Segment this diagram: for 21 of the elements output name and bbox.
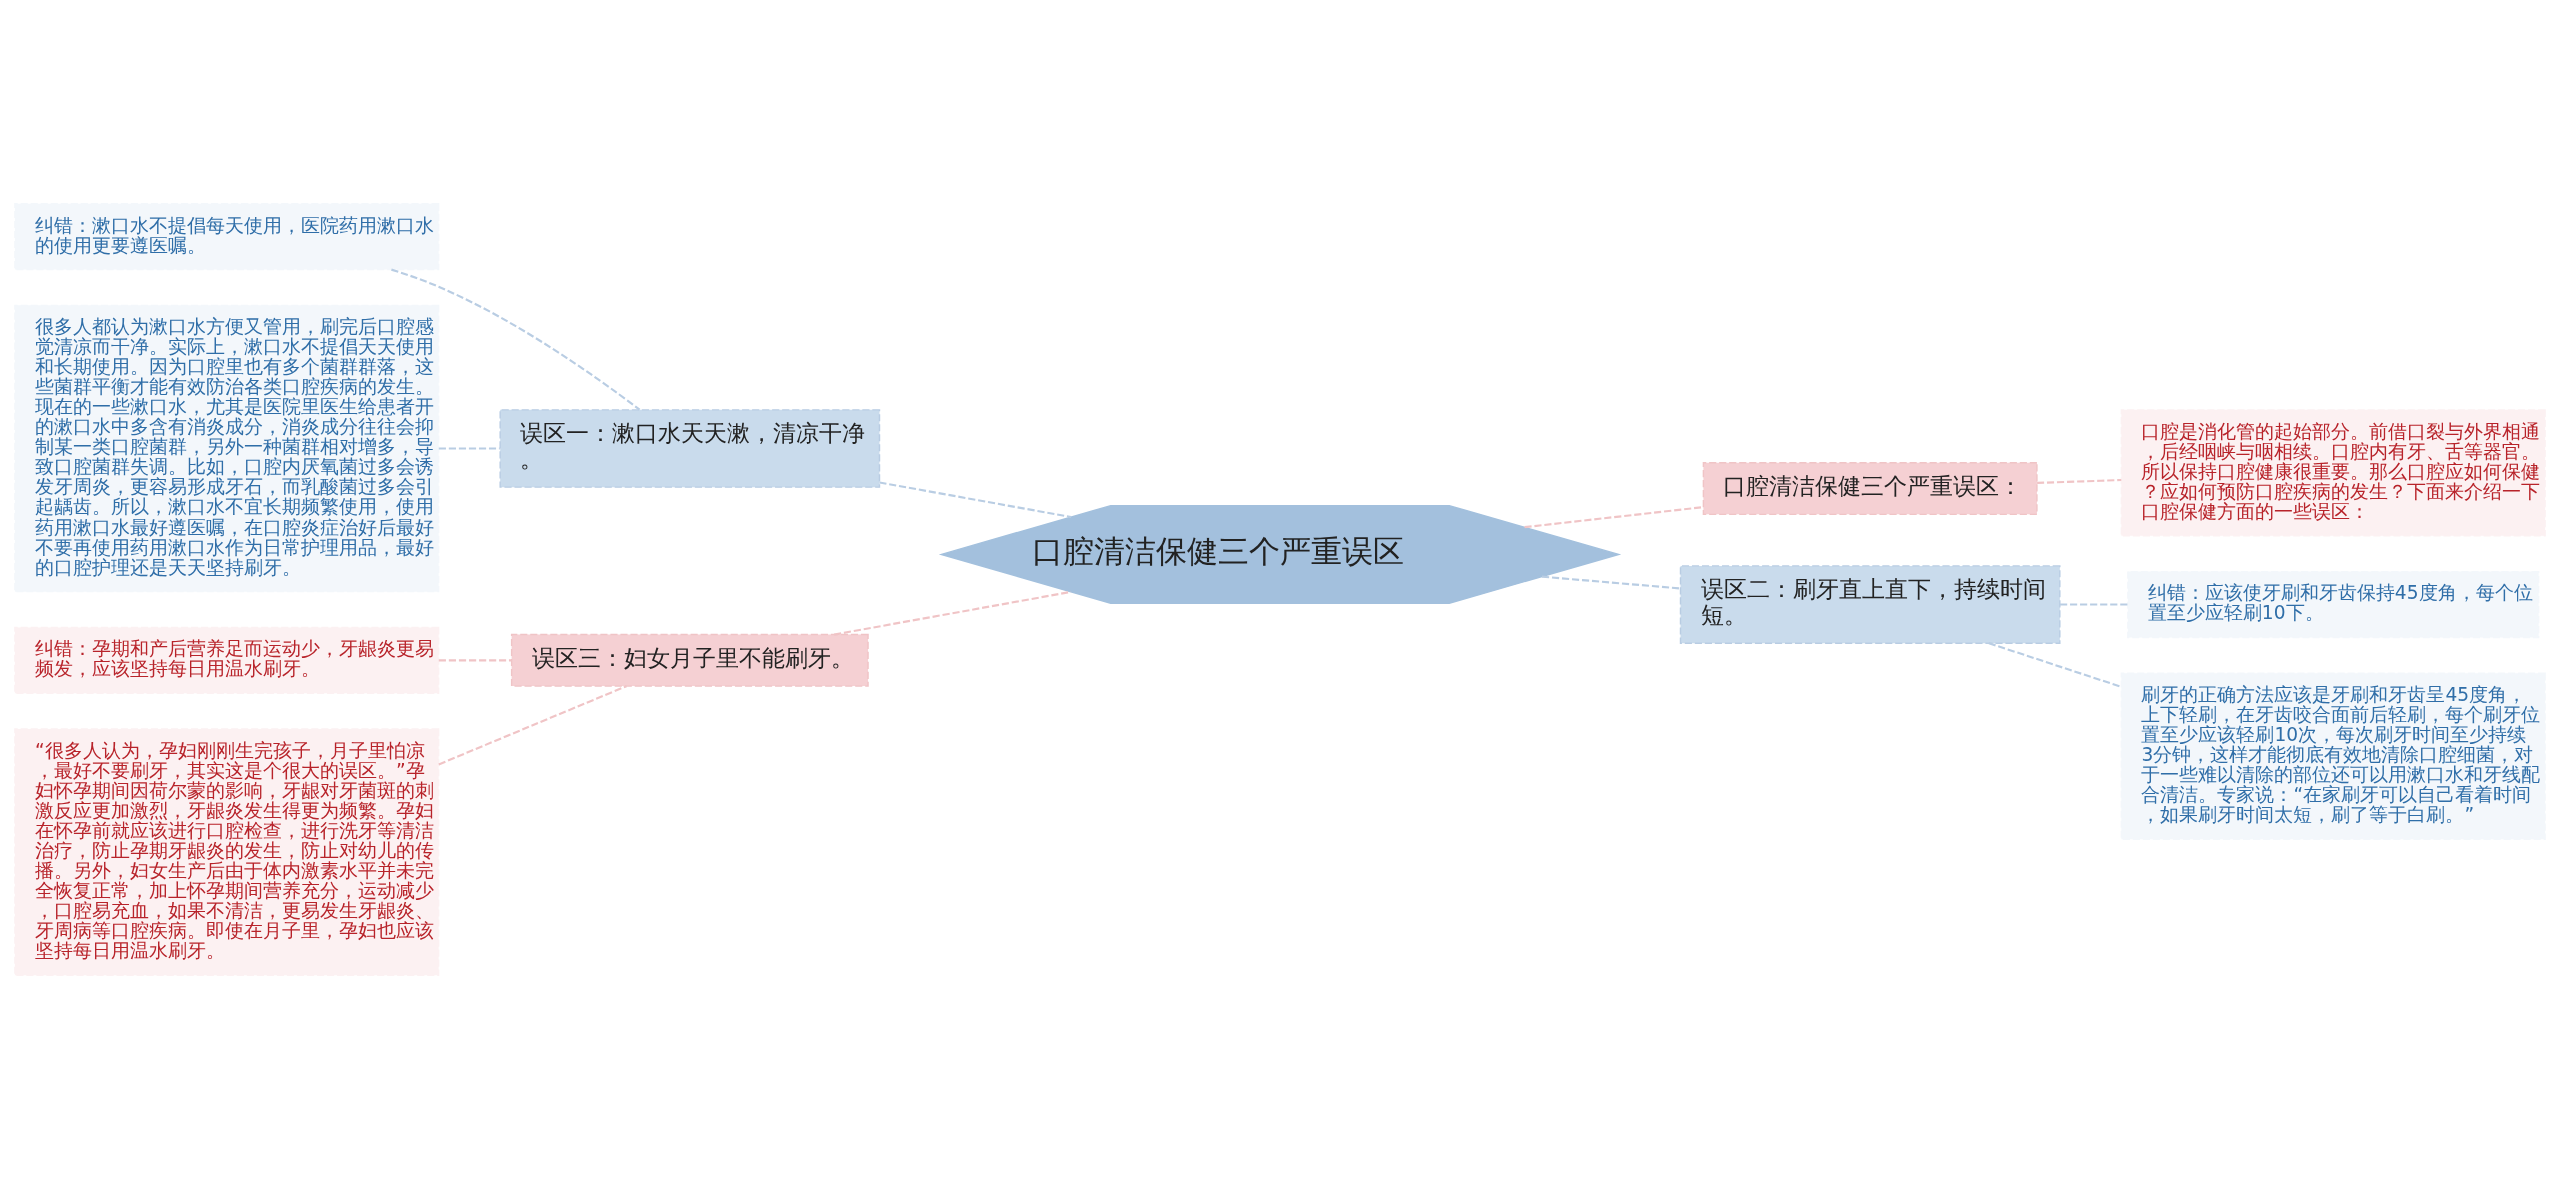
node-box: 刷牙的正确方法应该是牙刷和牙齿呈45度角，上下轻刷，在牙齿咬合面前后轻刷，每个刷牙位置至少应该轻刷10次，每次刷牙时间至少持续3分钟，这样才能彻底有效地清除口腔细菌，对于一些难以清除的部位还可以用漱口水和牙线配合清洁。专家说：“在家刷牙可以自己看着时间，如果刷牙时间太短，刷了等于白刷。” bbox=[2120, 672, 2546, 840]
connector bbox=[1541, 575, 1681, 590]
node-box: 口腔清洁保健三个严重误区： bbox=[1702, 461, 2038, 515]
node-box: 很多人都认为漱口水方便又管用，刷完后口腔感觉清凉而干净。实际上，漱口水不提倡天天使用和长期使用。因为口腔里也有多个菌群群落，这些菌群平衡才能有效防治各类口腔疾病的发生。现在的一些漱口水，尤其是医院里医生给患者开的漱口水中多含有消炎成分，消炎成分往往会抑制某一类口腔菌群，另外一种菌群相对增多，导致口腔菌群失调。比如，口腔内厌氧菌过多会诱发牙周炎，更容易形成牙石，而乳酸菌过多会引起龋齿。所以，漱口水不宜长期频繁使用，使用药用漱口水最好遵医嘱，在口腔炎症治好后最好不要再使用药用漱口水作为日常护理用品，最好的口腔护理还是天天坚持刷牙。 bbox=[14, 304, 440, 592]
connector bbox=[391, 268, 641, 410]
connector bbox=[2060, 602, 2128, 606]
connector bbox=[438, 684, 627, 765]
node-box: 纠错：孕期和产后营养足而运动少，牙龈炎更易频发，应该坚持每日用温水刷牙。 bbox=[14, 626, 440, 694]
connector bbox=[438, 658, 511, 661]
node-box: 纠错：应该使牙刷和牙齿保持45度角，每个位置至少应轻刷10下。 bbox=[2127, 570, 2540, 638]
node-box: “很多人认为，孕妇刚刚生完孩子，月子里怕凉，最好不要刷牙，其实这是个很大的误区。”孕妇怀孕期间因荷尔蒙的影响，牙龈对牙菌斑的刺激反应更加激烈，牙龈炎发生得更为频繁。孕妇在怀孕前就应该进行口腔检查，进行洗牙等清洁治疗，防止孕期牙龈炎的发生，防止对幼儿的传播。另外，妇女生产后由于体内激素水平并未完全恢复正常，加上怀孕期间营养充分，运动减少，口腔易充血，如果不清洁，更易发生牙龈炎、牙周病等口腔疾病。即使在月子里，孕妇也应该坚持每日用温水刷牙。 bbox=[14, 727, 440, 976]
connector bbox=[2037, 478, 2122, 484]
connector bbox=[1524, 505, 1704, 528]
connector bbox=[1988, 641, 2122, 688]
node-box: 误区三：妇女月子里不能刷牙。 bbox=[510, 633, 869, 687]
node-box: 口腔是消化管的起始部分。前借口裂与外界相通，后经咽峡与咽相续。口腔内有牙、舌等器官。所以保持口腔健康很重要。那么口腔应如何保健？应如何预防口腔疾病的发生？下面来介绍一下口腔保健方面的一些误区： bbox=[2120, 408, 2546, 537]
connector bbox=[879, 480, 1072, 518]
node-box: 纠错：漱口水不提倡每天使用，医院药用漱口水的使用更要遵医嘱。 bbox=[14, 202, 440, 270]
node-box: 误区二：刷牙直上直下，持续时间短。 bbox=[1679, 564, 2061, 644]
node-box: 误区一：漱口水天天漱，清凉干净。 bbox=[499, 408, 881, 488]
connector bbox=[438, 446, 500, 450]
